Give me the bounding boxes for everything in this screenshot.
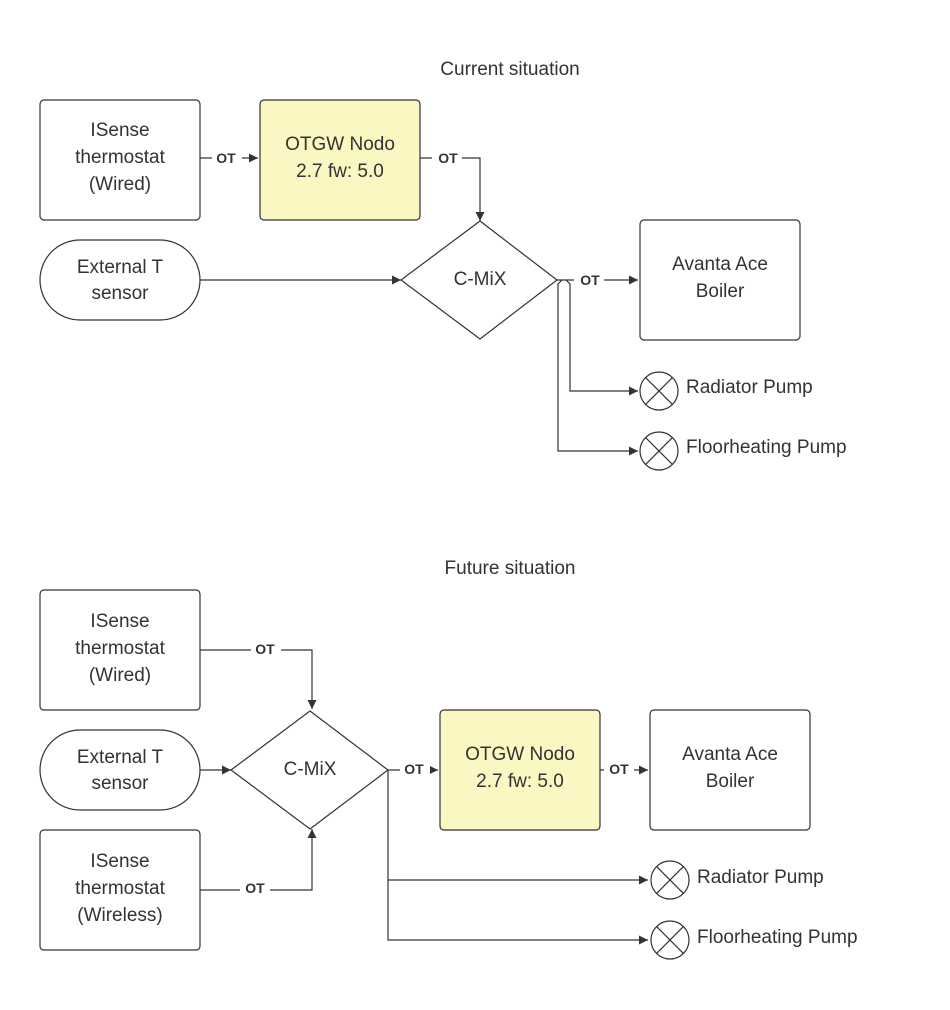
current-otgw-node: OTGW Nodo 2.7 fw: 5.0	[259, 99, 421, 221]
current-external-sensor-node: External T sensor	[39, 239, 201, 321]
node-box	[39, 589, 201, 711]
node-label-line: Boiler	[706, 771, 755, 792]
pump-icon-cross	[656, 926, 684, 954]
node-box	[259, 99, 421, 221]
node-label-line: ISense	[90, 611, 149, 632]
node-label-line: External T	[77, 747, 164, 768]
node-label-line: (Wireless)	[77, 905, 163, 926]
node-box	[439, 709, 601, 831]
ot-label-cmix-boiler: OT	[580, 272, 600, 288]
node-label-line: C-MiX	[284, 759, 337, 780]
pump-icon-cross	[645, 377, 673, 405]
pump-label: Radiator Pump	[686, 377, 813, 398]
current-radiator-pump: Radiator Pump	[639, 371, 813, 411]
ot-label-otgw-boiler: OT	[609, 761, 629, 777]
ot-label-bg	[432, 150, 462, 166]
pump-label: Radiator Pump	[697, 867, 824, 888]
node-label-line: thermostat	[75, 878, 165, 899]
node-label-line: thermostat	[75, 638, 165, 659]
pump-icon-cross	[656, 866, 684, 894]
node-label-line: (Wired)	[89, 174, 151, 195]
node-label-line: thermostat	[75, 147, 165, 168]
node-label-line: Boiler	[696, 281, 745, 302]
node-label-line: sensor	[91, 283, 149, 304]
pump-icon-cross	[645, 437, 673, 465]
future-radiator-pump: Radiator Pump	[650, 860, 824, 900]
node-label-line: ISense	[90, 851, 149, 872]
future-isense-wired-node: ISense thermostat (Wired)	[39, 589, 201, 711]
connector-cmix-to-floor-pump	[557, 279, 638, 456]
node-label-line: 2.7 fw: 5.0	[296, 161, 384, 182]
ot-label-bg	[212, 150, 242, 166]
node-box	[39, 99, 201, 221]
future-external-sensor-node: External T sensor	[39, 729, 201, 811]
node-label-line: OTGW Nodo	[465, 744, 575, 765]
current-isense-thermostat-node: ISense thermostat (Wired)	[39, 99, 201, 221]
future-situation-title: Future situation	[445, 558, 576, 579]
node-label-line: External T	[77, 257, 164, 278]
current-situation-title: Current situation	[440, 59, 579, 80]
node-diamond	[229, 710, 389, 830]
current-situation-section: Current situation OT OT OT ISense thermo…	[39, 59, 847, 471]
future-boiler-node: Avanta Ace Boiler	[649, 709, 811, 831]
future-isense-wireless-node: ISense thermostat (Wireless)	[39, 829, 201, 951]
node-label-line: sensor	[91, 773, 149, 794]
node-diamond	[399, 220, 558, 340]
node-label-line: Avanta Ace	[672, 254, 768, 275]
connector-otgw-to-cmix	[420, 157, 485, 221]
node-box	[39, 829, 201, 951]
node-label-line: ISense	[90, 120, 149, 141]
node-box	[639, 219, 801, 341]
pump-label: Floorheating Pump	[697, 927, 858, 948]
node-box	[649, 709, 811, 831]
ot-label-bg	[574, 272, 604, 288]
current-cmix-node: C-MiX	[399, 220, 558, 340]
node-label-line: (Wired)	[89, 665, 151, 686]
future-situation-section: Future situation OT OT OT OT ISense ther…	[39, 558, 858, 960]
connector-wireless-thermostat-to-cmix	[200, 829, 317, 891]
pump-label: Floorheating Pump	[686, 437, 847, 458]
node-box	[39, 729, 201, 811]
ot-label-otgw-cmix: OT	[438, 150, 458, 166]
connector-cmix-to-radiator-pump	[565, 279, 638, 396]
node-label-line: 2.7 fw: 5.0	[476, 771, 564, 792]
connector-wired-thermostat-to-cmix	[200, 649, 317, 709]
future-cmix-node: C-MiX	[229, 710, 389, 830]
ot-label-cmix-otgw: OT	[404, 761, 424, 777]
node-box	[39, 239, 201, 321]
ot-label-wireless-cmix: OT	[245, 880, 265, 896]
node-label-line: C-MiX	[454, 269, 507, 290]
future-floor-pump: Floorheating Pump	[650, 920, 858, 960]
ot-label-bg	[240, 880, 270, 896]
ot-label-bg	[400, 761, 430, 777]
node-label-line: OTGW Nodo	[285, 134, 395, 155]
current-floor-pump: Floorheating Pump	[639, 431, 847, 471]
future-otgw-node: OTGW Nodo 2.7 fw: 5.0	[439, 709, 601, 831]
connector-cmix-to-floor-pump	[387, 880, 648, 945]
current-boiler-node: Avanta Ace Boiler	[639, 219, 801, 341]
ot-label-bg	[251, 641, 281, 657]
ot-label-isense-otgw: OT	[216, 150, 236, 166]
node-label-line: Avanta Ace	[682, 744, 778, 765]
ot-label-bg	[604, 761, 634, 777]
ot-label-wired-cmix: OT	[255, 641, 275, 657]
